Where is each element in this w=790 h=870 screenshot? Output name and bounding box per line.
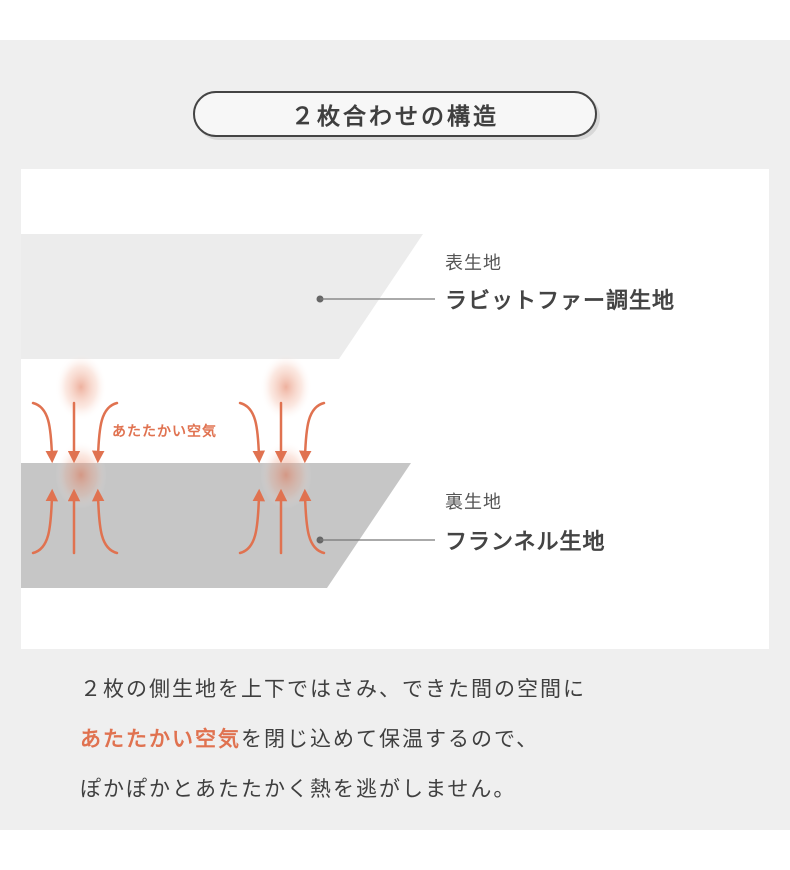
top-layer-small-label: 表生地 [445, 253, 502, 274]
description-line-2-rest: を閉じ込めて保温するので、 [241, 727, 540, 751]
structure-panel: ２枚合わせの構造 [0, 40, 790, 830]
arrow-down-icon [238, 401, 266, 464]
warm-air-label: あたたかい空気 [112, 424, 217, 440]
arrow-down-icon [91, 401, 119, 464]
layer-diagram-graphic [21, 234, 435, 588]
arrow-up-icon [91, 488, 119, 555]
arrow-up-icon [298, 488, 326, 555]
bottom-fabric-layer [21, 463, 411, 588]
description-line-2: あたたかい空気を閉じ込めて保温するので、 [80, 723, 740, 753]
top-layer-name: ラビットファー調生地 [445, 289, 676, 314]
arrow-down-icon [298, 401, 326, 464]
arrow-up-icon [31, 488, 59, 555]
warm-glow-icon [55, 353, 107, 421]
section-title: ２枚合わせの構造 [193, 91, 597, 137]
arrow-down-icon [31, 401, 59, 464]
description-accent: あたたかい空気 [80, 727, 241, 751]
description-line-3: ぽかぽかとあたたかく熱を逃がしません。 [80, 777, 517, 801]
bottom-layer-small-label: 裏生地 [445, 492, 502, 513]
layer-diagram: あたたかい空気 表生地 ラビットファー調生地 裏生地 フランネル生地 [21, 169, 769, 649]
arrow-up-icon [238, 488, 266, 555]
top-fabric-layer [21, 234, 423, 359]
bottom-layer-name: フランネル生地 [445, 530, 606, 555]
description-line-1: ２枚の側生地を上下ではさみ、できた間の空間に [80, 677, 586, 701]
warm-glow-icon [260, 353, 312, 421]
